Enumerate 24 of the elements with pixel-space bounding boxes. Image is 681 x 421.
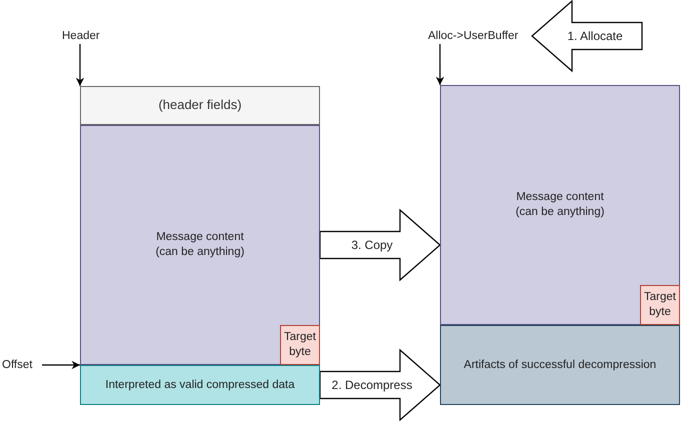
memory-block: [440, 85, 680, 325]
edge-label: 2. Decompress: [332, 378, 412, 392]
node-text: Target byte: [643, 290, 677, 320]
arrow: [436, 44, 444, 85]
edge-label: 1. Allocate: [567, 29, 623, 43]
memory-block: [80, 125, 320, 365]
node-text: Artifacts of successful decompression: [464, 358, 656, 372]
pointer-label: Alloc->UserBuffer: [428, 30, 518, 42]
block-arrow: [319, 348, 441, 421]
block-arrow: [531, 0, 643, 72]
artifacts-box: [440, 325, 680, 405]
compressed-data-box: [80, 365, 320, 405]
arrow: [76, 44, 84, 86]
header-fields-box: [80, 86, 320, 125]
node-text: Message content (can be anything): [154, 230, 246, 260]
node-text: Message content (can be anything): [514, 190, 606, 220]
block-arrow: [319, 208, 441, 282]
pointer-label: Offset: [2, 359, 32, 371]
node-text: Target byte: [283, 330, 317, 360]
arrow: [42, 360, 80, 370]
pointer-label: Header: [62, 30, 100, 42]
edge-label: 3. Copy: [351, 238, 393, 252]
node-text: Interpreted as valid compressed data: [105, 378, 295, 392]
node-text: (header fields): [158, 97, 242, 114]
